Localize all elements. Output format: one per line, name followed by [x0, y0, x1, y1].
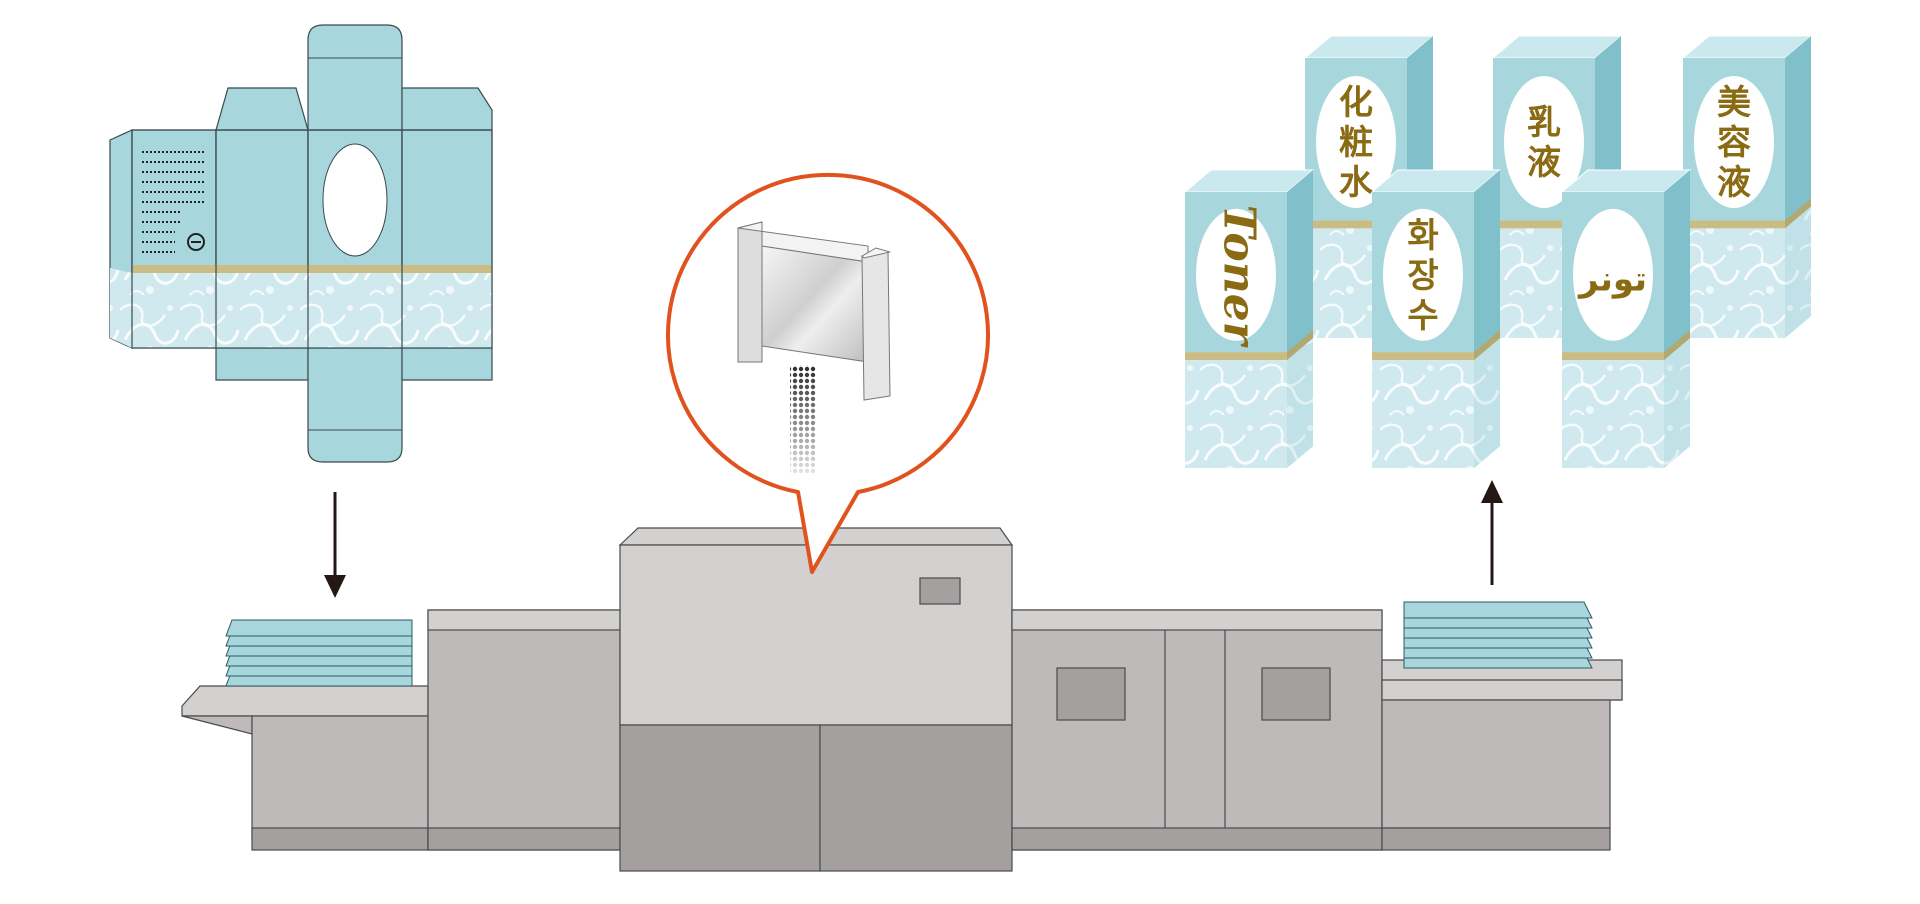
arrow-down-icon — [324, 492, 346, 598]
product-label-toner-ar: تونر — [1577, 259, 1647, 299]
recycle-mark-icon — [187, 233, 205, 251]
inkjet-print-head-icon — [737, 221, 891, 475]
product-box-toner-ar: تونر — [1560, 169, 1692, 468]
flat-carton-blank — [109, 24, 493, 463]
flat-carton-fine-print — [142, 151, 205, 253]
input-sheet-stack — [225, 619, 413, 687]
digital-printing-press — [181, 527, 1623, 872]
product-label-nyueki-jp: 乳液 — [1527, 103, 1561, 183]
output-sheet-stack — [1403, 601, 1593, 669]
product-label-kesho-jp: 化粧水 — [1339, 83, 1374, 203]
flat-carton-band — [110, 129, 493, 349]
product-box-toner-en: Toner — [1183, 169, 1315, 468]
product-box-biyoeki-jp: 美容液 — [1681, 35, 1813, 338]
arrow-up-icon — [1481, 480, 1503, 585]
flat-carton-window — [322, 143, 388, 257]
print-head-callout — [666, 172, 990, 574]
product-label-toner-en: Toner — [1214, 205, 1265, 348]
product-label-biyoeki-jp: 美容液 — [1717, 83, 1751, 203]
